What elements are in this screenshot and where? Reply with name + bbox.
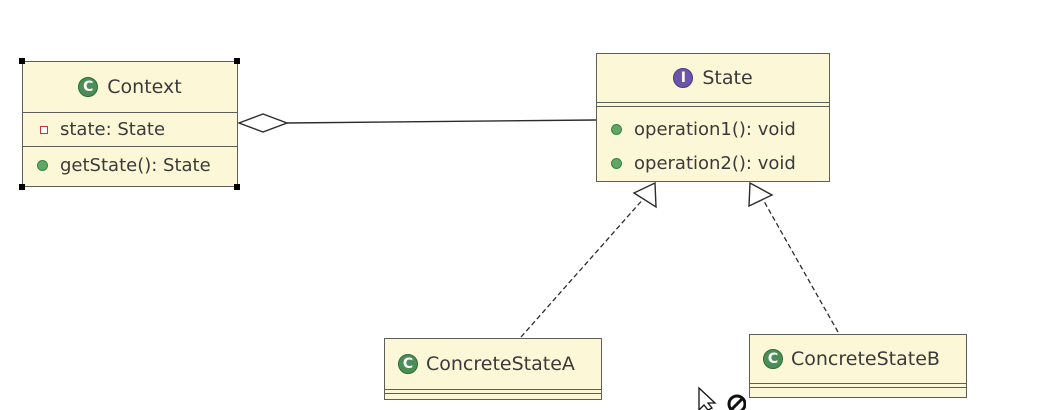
no-drop-icon	[727, 394, 746, 410]
mouse-cursor	[698, 386, 746, 410]
class-icon: C	[763, 349, 783, 369]
operation-text: operation1(): void	[634, 118, 796, 140]
resize-handle-bottom-right[interactable]	[234, 184, 240, 190]
attributes-divider	[750, 383, 966, 384]
class-name: ConcreteStateA	[426, 353, 575, 375]
operation-row[interactable]: getState(): State	[23, 147, 237, 183]
arrow-cursor-icon	[698, 386, 717, 410]
attributes-divider	[23, 112, 237, 113]
realization-concretestateb-state[interactable]	[748, 181, 839, 333]
resize-handle-bottom-left[interactable]	[19, 184, 25, 190]
realization-arrowhead	[632, 181, 657, 209]
class-name: State	[702, 67, 753, 89]
class-name: ConcreteStateB	[791, 348, 940, 370]
attributes-divider	[597, 102, 829, 103]
public-method-icon	[37, 159, 48, 171]
class-header: C ConcreteStateA	[385, 339, 601, 389]
class-header: C ConcreteStateB	[750, 335, 966, 383]
operation-text: operation2(): void	[634, 152, 796, 174]
public-method-icon	[611, 123, 622, 135]
attribute-text: state: State	[60, 119, 166, 140]
realization-arrowhead	[748, 181, 774, 208]
operations-divider	[597, 106, 829, 107]
operation-row[interactable]: operation2(): void	[597, 146, 829, 180]
realization-concretestatea-state[interactable]	[520, 181, 657, 338]
operations-divider	[385, 393, 601, 394]
class-icon: C	[398, 354, 418, 374]
interface-state[interactable]: I State operation1(): void operation2():…	[596, 53, 830, 182]
attribute-row[interactable]: state: State	[23, 113, 237, 146]
class-concretestatea[interactable]: C ConcreteStateA	[384, 338, 602, 400]
aggregation-context-state[interactable]	[237, 113, 597, 133]
private-field-icon	[40, 125, 48, 134]
operation-text: getState(): State	[60, 154, 211, 176]
aggregation-diamond	[237, 113, 289, 133]
class-header: C Context	[23, 62, 237, 112]
public-method-icon	[611, 157, 622, 169]
operations-divider	[750, 387, 966, 388]
class-name: Context	[107, 76, 182, 98]
class-header: I State	[597, 54, 829, 102]
attributes-divider	[385, 389, 601, 390]
resize-handle-top-left[interactable]	[19, 58, 25, 64]
class-icon: C	[78, 77, 99, 97]
class-concretestateb[interactable]: C ConcreteStateB	[749, 334, 967, 398]
operations-divider	[23, 146, 237, 147]
class-context[interactable]: C Context state: State getState(): State	[22, 61, 238, 187]
operation-row[interactable]: operation1(): void	[597, 112, 829, 146]
interface-icon: I	[673, 68, 694, 88]
resize-handle-top-right[interactable]	[234, 58, 240, 64]
